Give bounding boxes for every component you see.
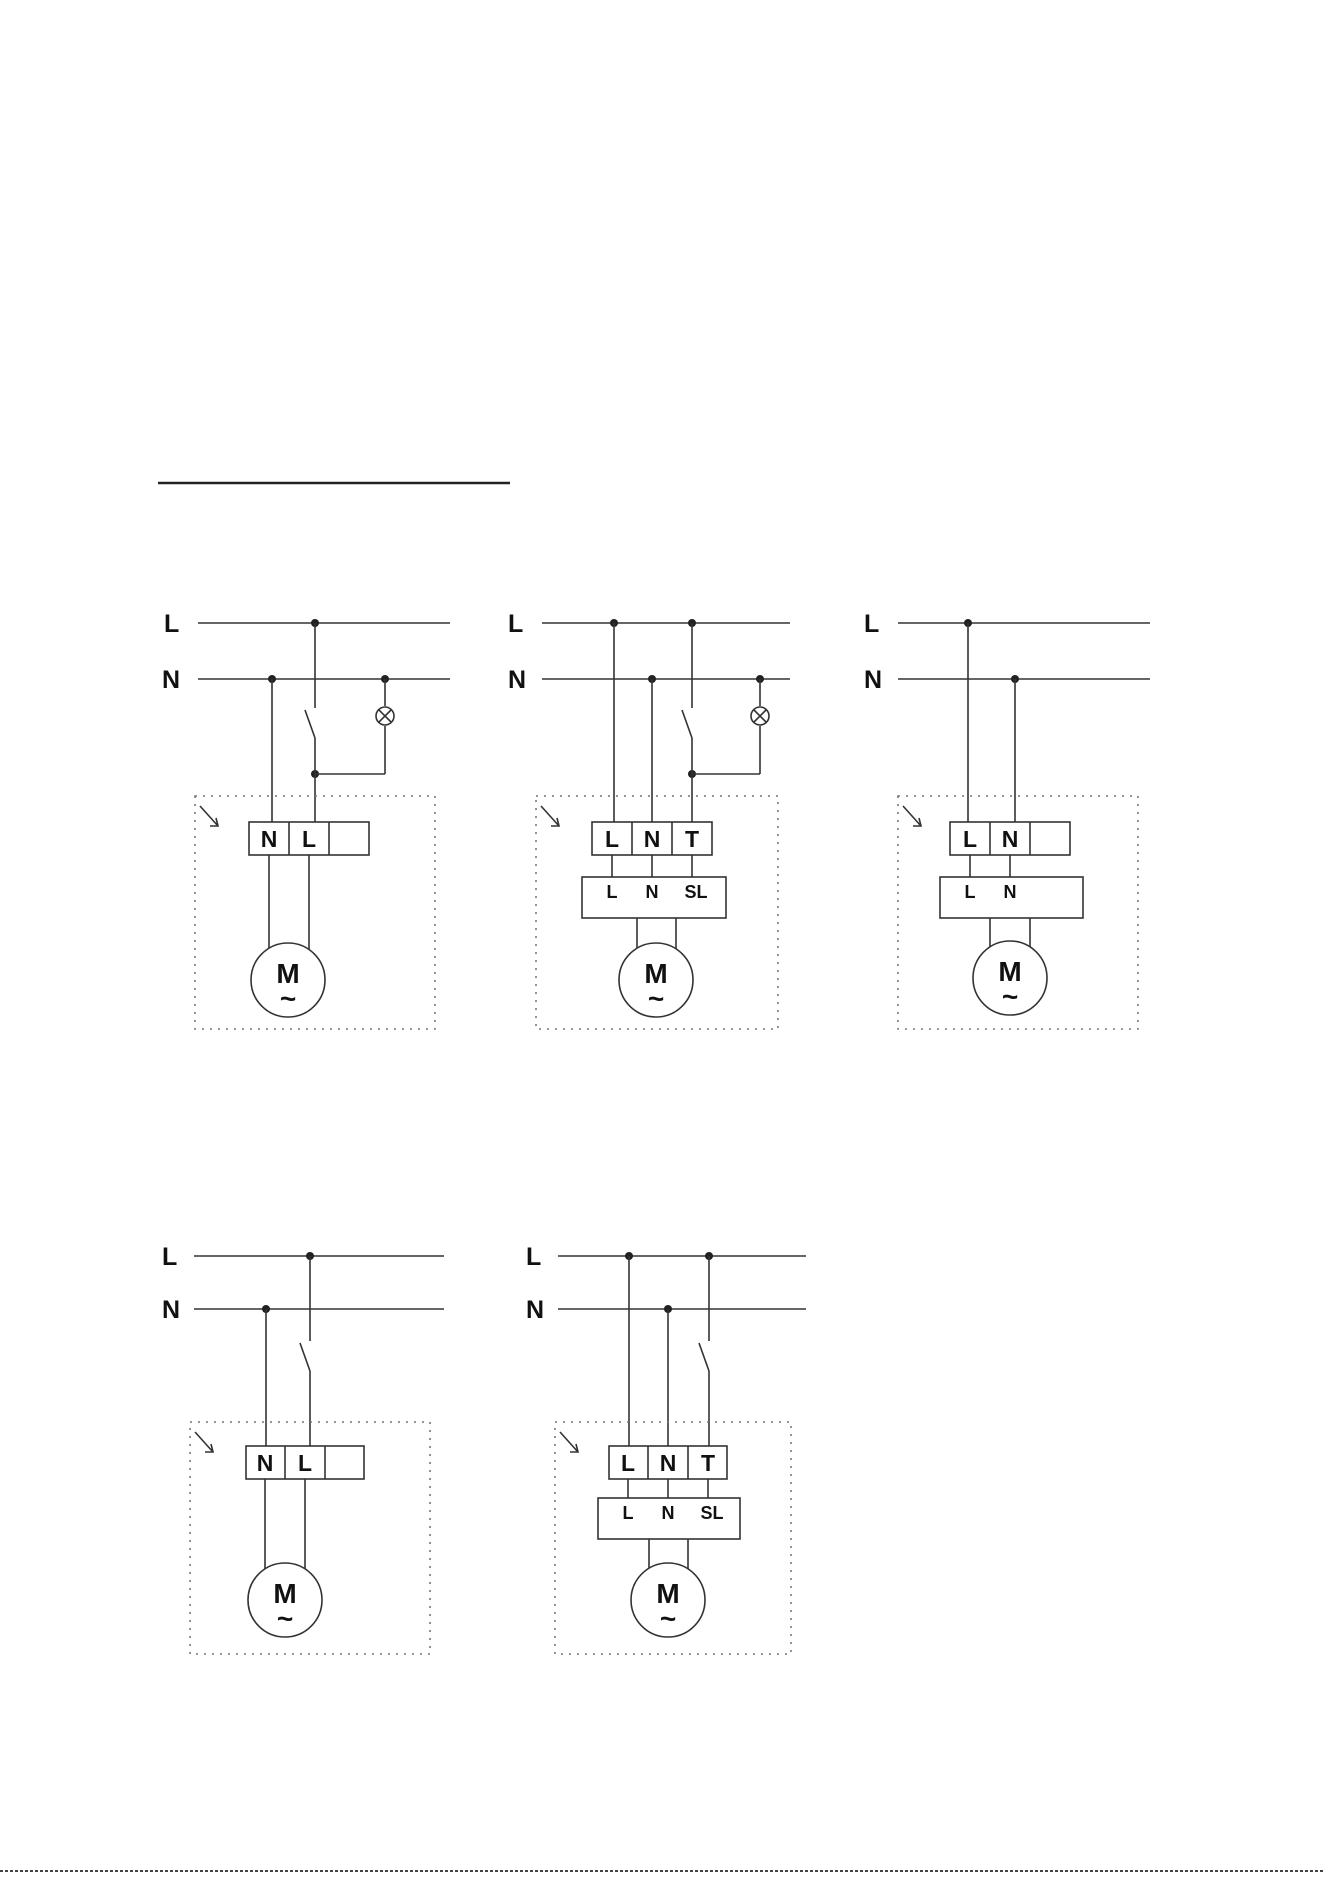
module-label-n: N	[1004, 882, 1017, 902]
lamp-icon	[751, 707, 769, 725]
diagram-2-timer-lnt-lamp: L N L N T L N SL	[508, 610, 790, 1029]
switch-icon	[305, 710, 315, 738]
switch-icon	[699, 1343, 709, 1371]
rail-label-l: L	[526, 1243, 541, 1271]
diagram-3-permanent-ln: L N L N L N M ~	[864, 610, 1150, 1029]
rail-label-n: N	[162, 666, 180, 694]
motor-icon: M ~	[619, 943, 693, 1017]
svg-text:~: ~	[1002, 981, 1018, 1012]
module-label-sl: SL	[684, 882, 707, 902]
terminal-l: L	[963, 826, 977, 852]
airflow-arrow-icon	[541, 806, 559, 826]
airflow-arrow-icon	[195, 1432, 213, 1452]
module-label-l: L	[965, 882, 976, 902]
terminal-l: L	[302, 826, 316, 852]
rail-label-n: N	[162, 1296, 180, 1324]
motor-icon: M ~	[631, 1563, 705, 1637]
terminal-t: T	[685, 826, 699, 852]
diagram-5-timer-lnt: L N L N T L N SL M ~	[526, 1243, 806, 1654]
diagram-4-switched-nl: L N N L M ~	[162, 1243, 444, 1654]
motor-icon: M ~	[973, 941, 1047, 1015]
terminal-l: L	[621, 1450, 635, 1476]
module-label-l: L	[607, 882, 618, 902]
terminal-n: N	[660, 1450, 677, 1476]
switch-icon	[300, 1343, 310, 1371]
terminal-t: T	[701, 1450, 715, 1476]
lamp-icon	[376, 707, 394, 725]
module-label-sl: SL	[700, 1503, 723, 1523]
terminal-n: N	[644, 826, 661, 852]
terminal-l: L	[298, 1450, 312, 1476]
motor-icon: M ~	[248, 1563, 322, 1637]
terminal-n: N	[261, 826, 278, 852]
svg-text:~: ~	[660, 1603, 676, 1634]
svg-text:~: ~	[280, 983, 296, 1014]
module-label-l: L	[623, 1503, 634, 1523]
module-label-n: N	[662, 1503, 675, 1523]
airflow-arrow-icon	[903, 806, 921, 826]
rail-label-l: L	[508, 610, 523, 638]
terminal-n: N	[1002, 826, 1019, 852]
svg-text:~: ~	[277, 1603, 293, 1634]
diagram-1-switched-nl-lamp: L N N L	[162, 610, 450, 1029]
motor-icon: M ~	[251, 943, 325, 1017]
rail-label-l: L	[164, 610, 179, 638]
rail-label-l: L	[864, 610, 879, 638]
switch-icon	[682, 710, 692, 738]
airflow-arrow-icon	[200, 806, 218, 826]
svg-text:~: ~	[648, 983, 664, 1014]
module-label-n: N	[646, 882, 659, 902]
terminal-l: L	[605, 826, 619, 852]
rail-label-l: L	[162, 1243, 177, 1271]
terminal-n: N	[257, 1450, 274, 1476]
rail-label-n: N	[508, 666, 526, 694]
airflow-arrow-icon	[560, 1432, 578, 1452]
rail-label-n: N	[864, 666, 882, 694]
rail-label-n: N	[526, 1296, 544, 1324]
